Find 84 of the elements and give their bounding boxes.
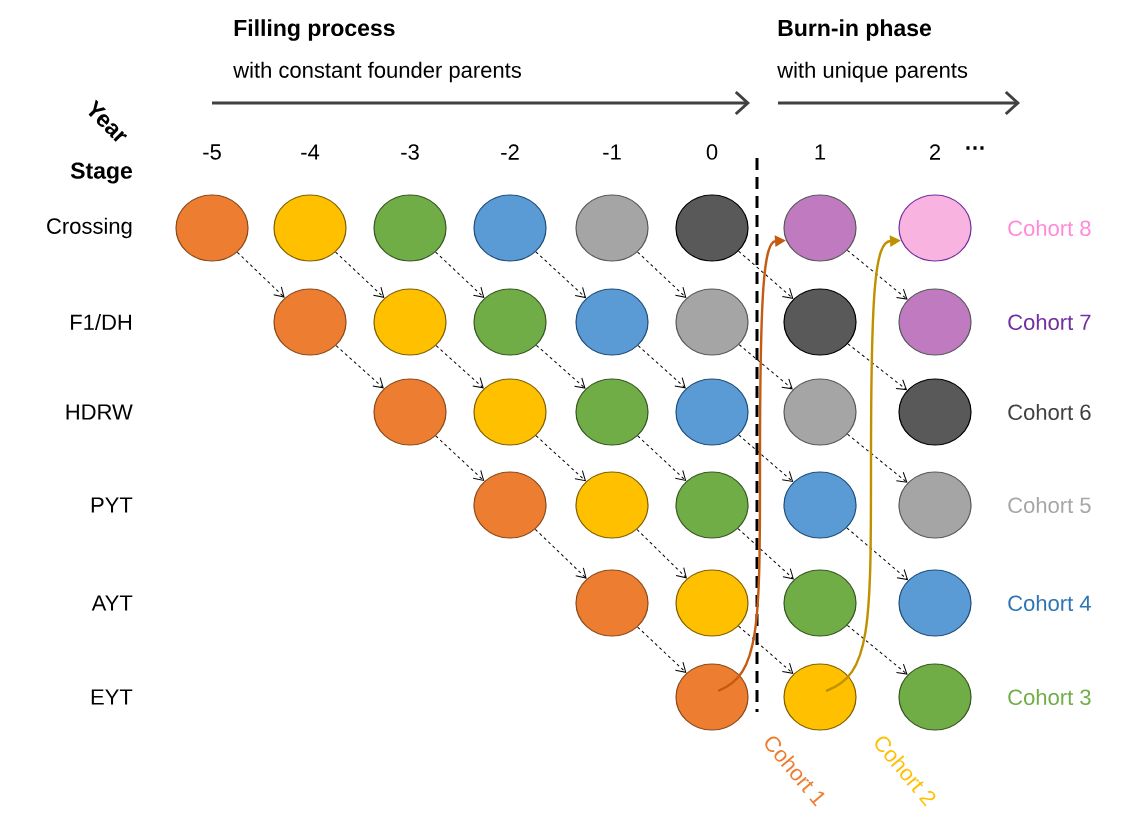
circle <box>575 569 649 637</box>
circle <box>675 288 749 356</box>
circle <box>473 378 547 446</box>
arrow <box>846 624 908 675</box>
subheading: with constant founder parents <box>233 61 521 83</box>
stage-label: Crossing <box>47 217 132 239</box>
subheading: with unique parents <box>777 61 968 83</box>
arrow <box>637 345 686 389</box>
cohort-label: Cohort 3 <box>1008 688 1091 706</box>
circle <box>575 471 649 539</box>
arrow <box>335 345 384 389</box>
circle <box>783 378 857 446</box>
heading: Filling process <box>234 19 395 41</box>
cohort-label: Cohort 8 <box>1008 219 1091 237</box>
year-number: 0 <box>706 144 718 160</box>
arrow <box>738 344 793 390</box>
stage-label: EYT <box>91 689 133 705</box>
arrow <box>534 528 587 579</box>
stage-label: F1/DH <box>71 313 131 331</box>
arrow <box>637 435 687 481</box>
cohort-label: Cohort 7 <box>1008 313 1091 331</box>
circle <box>675 378 749 446</box>
circle <box>575 288 649 356</box>
circle <box>373 194 447 262</box>
arrow <box>846 527 908 580</box>
circle <box>175 194 249 262</box>
circle <box>783 663 857 731</box>
circle <box>473 471 547 539</box>
cohort-label: Cohort 4 <box>1008 594 1091 612</box>
circle <box>783 288 857 356</box>
year-number: -1 <box>603 144 621 160</box>
year-number: -4 <box>301 144 320 160</box>
circle <box>675 569 749 637</box>
arrow <box>738 625 794 674</box>
year-number: -2 <box>501 144 519 160</box>
arrow <box>738 434 794 482</box>
arrow <box>435 251 485 298</box>
circle <box>473 194 547 262</box>
axis-title: Stage <box>70 162 133 184</box>
arrow <box>535 251 586 299</box>
circle <box>575 378 649 446</box>
circle <box>783 569 857 637</box>
stage-label: AYT <box>91 595 133 611</box>
circle <box>675 471 749 539</box>
year-number: -3 <box>401 144 419 160</box>
arrow <box>637 251 687 298</box>
arrow <box>636 529 687 579</box>
heading: Burn-in phase <box>778 19 932 41</box>
circle <box>898 378 972 446</box>
arrow <box>637 626 687 673</box>
circle <box>898 663 972 731</box>
year-number: -5 <box>203 144 221 160</box>
stage-label: PYT <box>91 497 133 513</box>
year-number: 1 <box>815 144 826 160</box>
circle <box>898 288 972 356</box>
circle <box>675 663 749 731</box>
year-number: 2 <box>930 144 941 160</box>
circle <box>273 194 347 262</box>
arrow <box>236 251 285 298</box>
circle <box>373 288 447 356</box>
cohort-label: Cohort 5 <box>1008 496 1091 514</box>
circle <box>473 288 547 356</box>
stage-label: HDRW <box>66 404 133 420</box>
arrow <box>335 251 385 298</box>
circle <box>783 471 857 539</box>
circle <box>675 194 749 262</box>
circle <box>273 288 347 356</box>
circle <box>373 378 447 446</box>
cohort-label: Cohort 6 <box>1008 403 1091 421</box>
arrow <box>846 249 908 300</box>
circle <box>898 471 972 539</box>
arrow <box>535 435 586 482</box>
arrow <box>847 343 907 391</box>
circle <box>783 194 857 262</box>
arrow <box>737 528 794 580</box>
arrow <box>435 345 484 389</box>
arrow <box>435 435 485 481</box>
circle <box>575 194 649 262</box>
arrow <box>535 344 586 389</box>
ellipsis: … <box>966 146 984 150</box>
circle <box>898 194 972 262</box>
circle <box>898 569 972 637</box>
arrow <box>846 433 908 483</box>
arrow <box>738 250 794 299</box>
